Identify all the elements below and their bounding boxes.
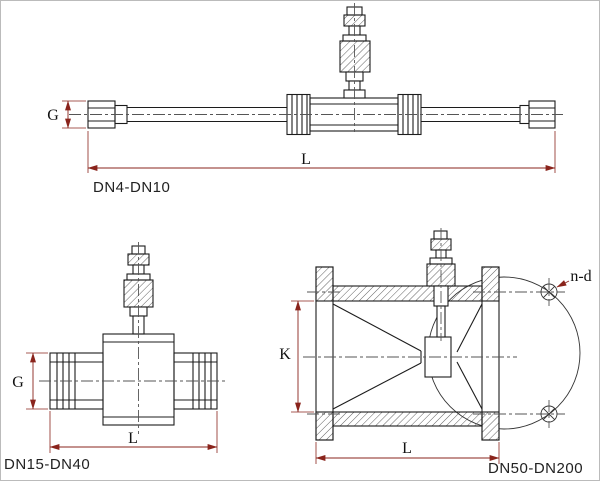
dimension-k: K xyxy=(279,300,314,413)
dim-label-g-bottom-left: G xyxy=(12,374,24,391)
dimension-g: G xyxy=(47,100,86,129)
right-flange xyxy=(481,266,500,441)
bolt-hole-callout: n-d xyxy=(556,268,592,288)
dim-label-n-d: n-d xyxy=(570,268,591,285)
dim-label-l-top: L xyxy=(301,151,311,168)
figure-label-dn50-dn200: DN50-DN200 xyxy=(488,460,583,477)
figure-label-dn15-dn40: DN15-DN40 xyxy=(4,456,90,473)
dim-label-g-top: G xyxy=(47,107,59,124)
right-pipe xyxy=(421,106,520,123)
left-pipe xyxy=(127,106,287,123)
bolt-hole-top xyxy=(540,278,558,306)
left-flange xyxy=(315,266,334,441)
figure-dn50-dn200: n-d K L DN50-DN200 xyxy=(279,228,592,477)
dim-label-l-bottom-left: L xyxy=(128,430,138,447)
body-shell xyxy=(332,285,483,427)
figure-dn4-dn10: G L DN4-DN10 xyxy=(47,3,563,196)
dimension-l: L xyxy=(315,440,500,464)
figure-dn15-dn40: G L DN15-DN40 xyxy=(4,242,228,473)
dim-label-l-bottom-right: L xyxy=(402,440,412,457)
sensor-transmitter xyxy=(339,6,371,99)
dim-label-k: K xyxy=(279,346,291,363)
dimension-l: L xyxy=(49,411,218,453)
dimension-l: L xyxy=(87,131,556,173)
bolt-hole-bottom xyxy=(540,400,558,428)
internal-turbine xyxy=(332,303,483,410)
dimension-g: G xyxy=(12,352,48,410)
figure-label-dn4-dn10: DN4-DN10 xyxy=(93,179,170,196)
